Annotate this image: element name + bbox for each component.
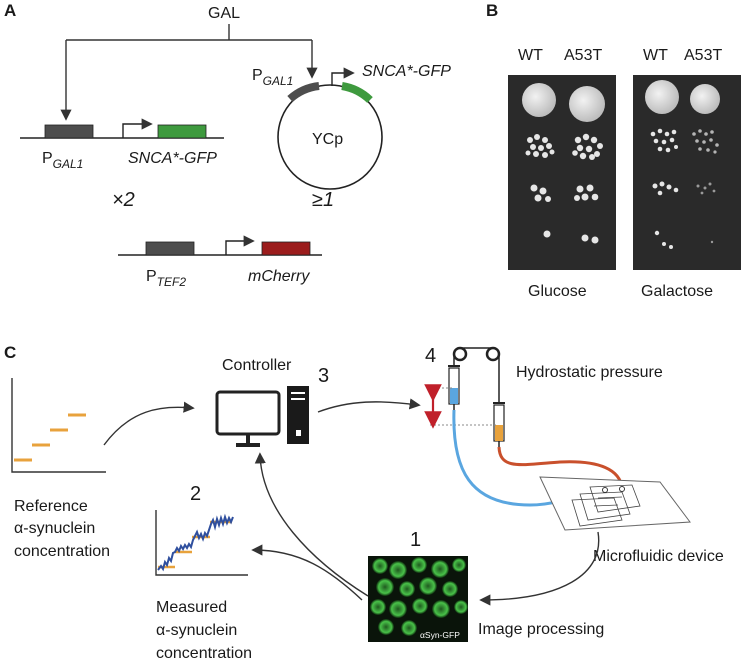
- controller-label: Controller: [222, 357, 292, 374]
- galactose-plate: [633, 75, 741, 270]
- ycp-plasmid: [277, 67, 383, 190]
- copies-plasmid: ≥1: [312, 189, 334, 211]
- red-tubing: [497, 446, 624, 489]
- measured-plot: [155, 510, 248, 576]
- panel-b-label: B: [486, 1, 498, 20]
- step-2-label: 2: [190, 483, 201, 505]
- galactose-label: Galactose: [641, 283, 713, 300]
- step-1-label: 1: [410, 529, 421, 551]
- gal-induction-arrows: [60, 24, 318, 121]
- measured-label-2: α-synuclein: [156, 622, 237, 639]
- arrow-reference-to-controller: [103, 401, 195, 446]
- gal1-promoter-box: [44, 124, 94, 139]
- reference-label-1: Reference: [14, 498, 88, 515]
- plasmid-label: YCp: [312, 131, 343, 148]
- fluorescence-micrograph: αSyn-GFP: [368, 556, 468, 642]
- arrow-imaging-to-controller: [254, 452, 369, 597]
- measured-label-1: Measured: [156, 599, 227, 616]
- integrated-construct: [20, 118, 224, 139]
- panel-a-label: A: [4, 1, 16, 20]
- microfluidic-device-label: Microfluidic device: [593, 548, 724, 565]
- snca-gfp-box: [157, 124, 207, 139]
- gal1-promoter-label: PGAL1: [42, 150, 83, 171]
- plasmid-promoter-label: PGAL1: [252, 67, 293, 88]
- step-3-label: 3: [318, 365, 329, 387]
- measured-trace: [157, 513, 234, 572]
- arrow-controller-to-pump: [317, 398, 421, 413]
- panel-c-label: C: [4, 343, 16, 362]
- reference-label-2: α-synuclein: [14, 520, 95, 537]
- galactose-wt-header: WT: [643, 47, 668, 64]
- arrow-imaging-to-measured: [251, 544, 363, 601]
- mcherry-box: [261, 241, 311, 256]
- microfluidic-device: [539, 476, 691, 531]
- glucose-a53t-header: A53T: [564, 47, 602, 64]
- gal-label: GAL: [208, 5, 240, 22]
- reference-plot: [11, 378, 106, 473]
- micrograph-label: αSyn-GFP: [420, 630, 460, 640]
- glucose-plate: [508, 75, 616, 270]
- galactose-a53t-header: A53T: [684, 47, 722, 64]
- image-processing-label: Image processing: [478, 621, 604, 638]
- reference-label-3: concentration: [14, 543, 110, 560]
- plasmid-gene-label: SNCA*-GFP: [362, 63, 451, 80]
- copies-integrated: ×2: [112, 189, 135, 211]
- yeast-cells: [370, 557, 468, 636]
- reference-steps: [14, 413, 86, 462]
- glucose-wt-header: WT: [518, 47, 543, 64]
- measured-label-3: concentration: [156, 645, 252, 661]
- step-4-label: 4: [425, 345, 436, 367]
- tef2-promoter-box: [145, 241, 195, 256]
- tef2-promoter-label: PTEF2: [146, 268, 186, 289]
- computer-icon: [215, 386, 309, 447]
- hydrostatic-pressure-label: Hydrostatic pressure: [516, 364, 663, 381]
- reference-construct: [118, 235, 322, 256]
- mcherry-label: mCherry: [248, 268, 310, 285]
- hydrostatic-pump: [424, 346, 505, 447]
- snca-gfp-label: SNCA*-GFP: [128, 150, 217, 167]
- arrow-device-to-imaging: [479, 531, 600, 606]
- glucose-label: Glucose: [528, 283, 587, 300]
